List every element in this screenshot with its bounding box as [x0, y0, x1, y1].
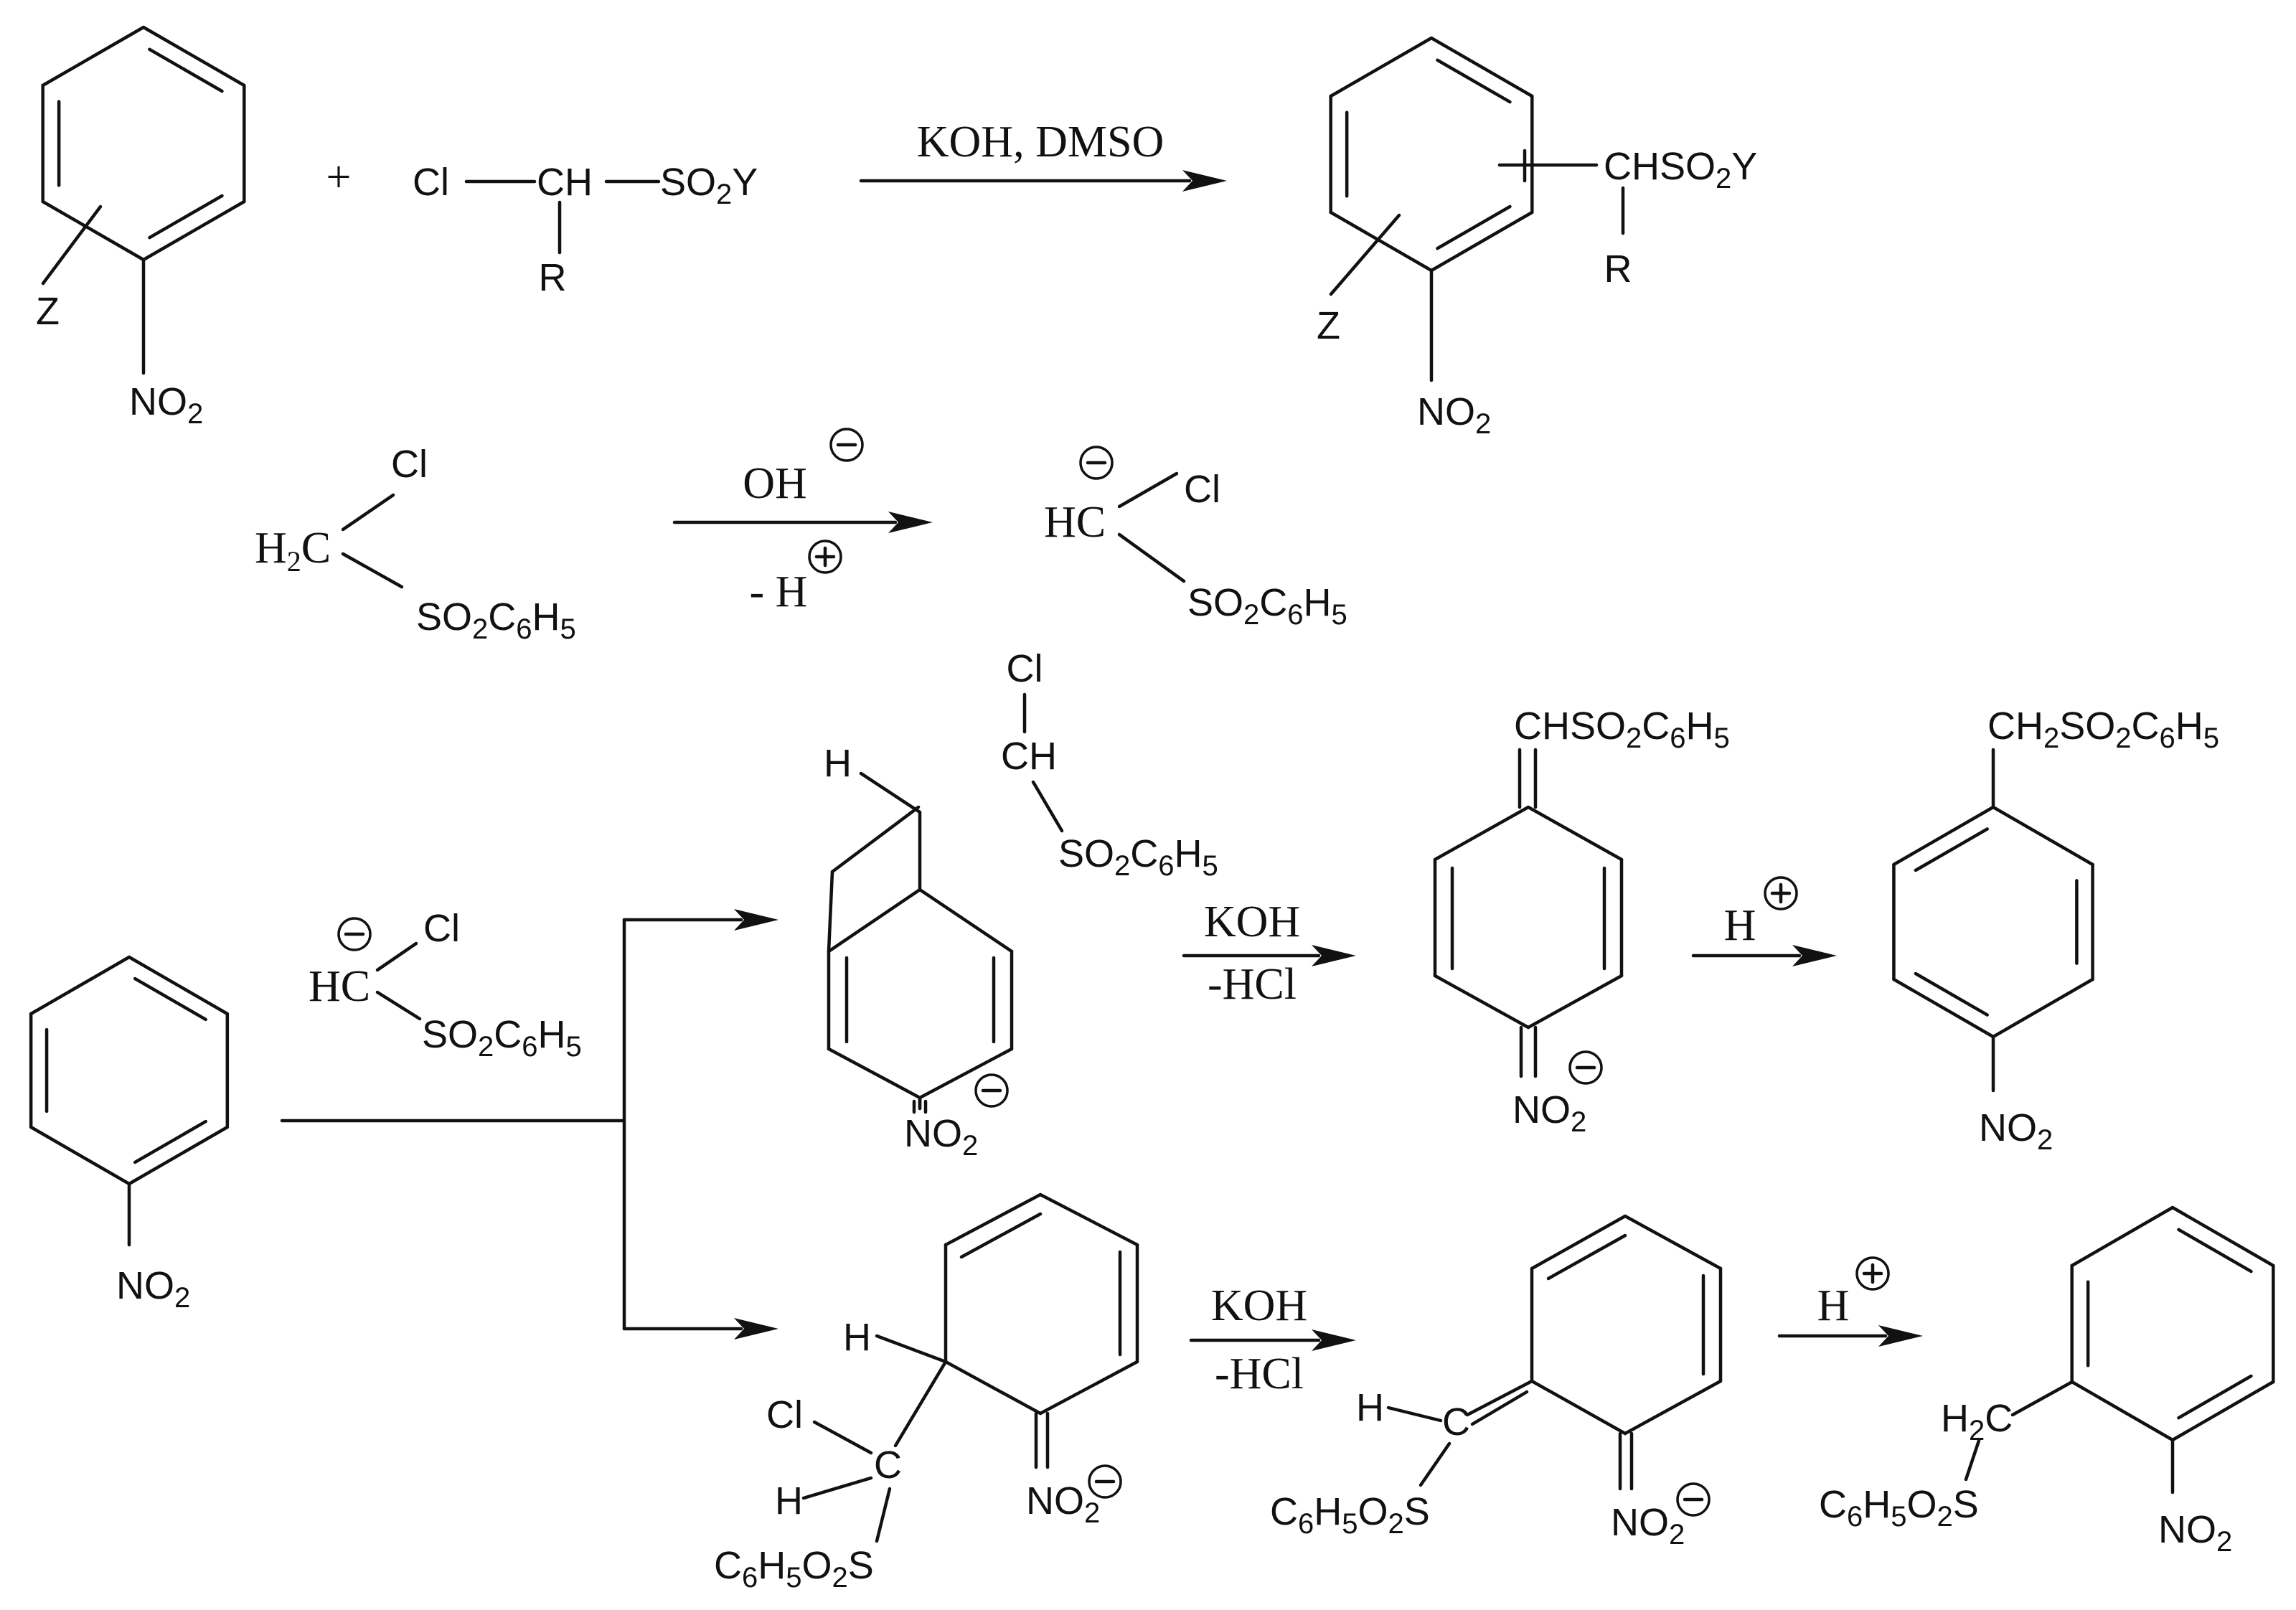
- substituent-z: Z: [36, 290, 60, 333]
- atom-c: C: [1442, 1400, 1470, 1444]
- atom-cl: Cl: [1007, 647, 1043, 690]
- nitro-group: NO2: [1417, 390, 1491, 440]
- arrow-deprotonation: OH - H: [672, 428, 933, 616]
- group-chso2c6h5: CHSO2C6H5: [1514, 705, 1730, 754]
- atom-r: R: [1604, 248, 1632, 291]
- group-so2c6h5: SO2C6H5: [1187, 581, 1347, 631]
- group-chso2y: CHSO2Y: [1604, 145, 1757, 194]
- atom-c: C: [874, 1444, 902, 1487]
- atom-cl: Cl: [391, 443, 428, 486]
- nitronate-group: NO2: [904, 1112, 978, 1162]
- atom-cl: Cl: [413, 161, 449, 204]
- label-koh: KOH: [1204, 898, 1300, 946]
- substituent-z: Z: [1317, 304, 1340, 347]
- group-so2c6h5: SO2C6H5: [1058, 832, 1218, 882]
- arrow-para-protonation: H: [1691, 876, 1837, 966]
- group-so2c6h5: SO2C6H5: [422, 1013, 582, 1063]
- reagent-sulfone: Cl CH SO2Y R: [413, 161, 758, 299]
- group-h2c: H2C: [255, 524, 331, 578]
- plus-sign: +: [326, 153, 352, 202]
- nitronate-group: NO2: [1512, 1088, 1586, 1138]
- ortho-product: NO2 H2C C6H5O2S: [1819, 1205, 2275, 1558]
- product-general: Z NO2 CHSO2Y R: [1317, 36, 1757, 440]
- label-minus-h: - H: [750, 568, 808, 616]
- atom-cl: Cl: [423, 907, 460, 950]
- atom-r: R: [539, 256, 567, 299]
- atom-ch: CH: [537, 161, 593, 204]
- arrow-ortho-protonation: H: [1777, 1256, 1923, 1347]
- label-h: H: [1817, 1281, 1850, 1330]
- nitrobenzene: NO2: [29, 955, 230, 1314]
- arrow-ortho-koh: KOH -HCl: [1189, 1281, 1356, 1398]
- atom-ch: CH: [1001, 735, 1057, 778]
- ortho-quinoid-intermediate: NO2 C H C6H5O2S: [1270, 1214, 1723, 1550]
- nitro-group: NO2: [1979, 1106, 2053, 1156]
- label-koh: KOH: [1211, 1281, 1307, 1330]
- nitronate-group: NO2: [1611, 1501, 1685, 1550]
- group-sulfone: C6H5O2S: [1270, 1490, 1430, 1540]
- plus-sign: +: [326, 153, 352, 202]
- atom-h: H: [824, 742, 852, 785]
- group-hc: HC: [1044, 498, 1106, 547]
- label-minus-hcl: -HCl: [1215, 1350, 1304, 1398]
- group-so2y: SO2Y: [660, 161, 758, 210]
- group-ch2so2c6h5: CH2SO2C6H5: [1987, 705, 2219, 754]
- nitro-group: NO2: [2158, 1508, 2232, 1558]
- atom-h: H: [843, 1316, 871, 1359]
- group-sulfone: C6H5O2S: [1819, 1483, 1979, 1533]
- atom-cl: Cl: [766, 1393, 803, 1436]
- arrow-para-koh: KOH -HCl: [1182, 898, 1356, 1009]
- branching-arrows: [280, 909, 778, 1340]
- arrow-koh-dmso: KOH, DMSO: [859, 118, 1227, 192]
- conditions-koh-dmso: KOH, DMSO: [917, 118, 1164, 166]
- nitronate-group: NO2: [1026, 1479, 1100, 1529]
- group-sulfone: C6H5O2S: [714, 1544, 874, 1593]
- atom-h: H: [1356, 1386, 1384, 1429]
- label-minus-hcl: -HCl: [1208, 960, 1297, 1009]
- atom-h: H: [775, 1479, 803, 1522]
- group-so2c6h5: SO2C6H5: [416, 595, 576, 645]
- reactant-nitroarene: Z NO2: [36, 25, 246, 430]
- atom-cl: Cl: [1184, 468, 1220, 511]
- label-oh: OH: [743, 459, 807, 508]
- label-h: H: [1724, 901, 1756, 950]
- group-h2c: H2C: [1941, 1397, 2013, 1446]
- nitro-group: NO2: [116, 1264, 190, 1314]
- nitro-group: NO2: [129, 380, 203, 430]
- group-hc: HC: [309, 962, 370, 1011]
